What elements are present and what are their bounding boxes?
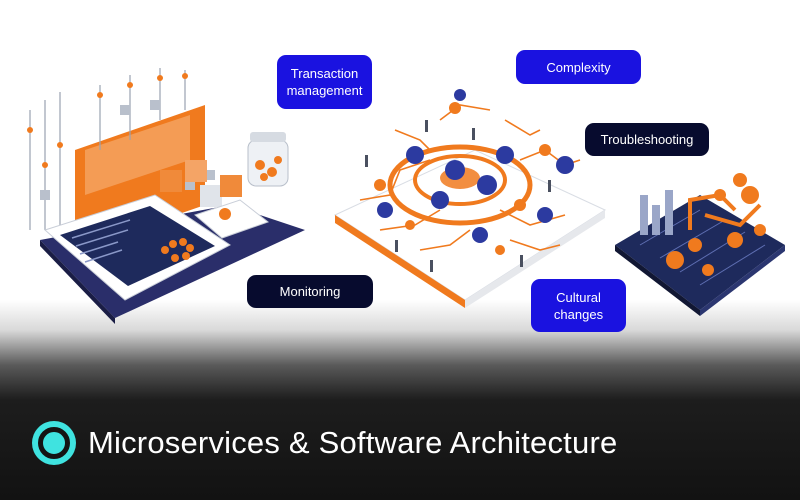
label-transaction-management: Transaction management — [277, 55, 372, 109]
caption-bar: Microservices & Software Architecture — [32, 421, 617, 465]
right-server-illustration — [615, 173, 785, 316]
label-complexity: Complexity — [516, 50, 641, 84]
ring-logo-icon — [32, 421, 76, 465]
ring-logo-inner — [38, 427, 70, 459]
label-monitoring: Monitoring — [247, 275, 373, 308]
center-network-illustration — [333, 89, 607, 308]
label-cultural-changes: Cultural changes — [531, 279, 626, 332]
label-troubleshooting: Troubleshooting — [585, 123, 709, 156]
caption-title: Microservices & Software Architecture — [88, 425, 618, 460]
left-dashboard-illustration — [27, 68, 305, 324]
